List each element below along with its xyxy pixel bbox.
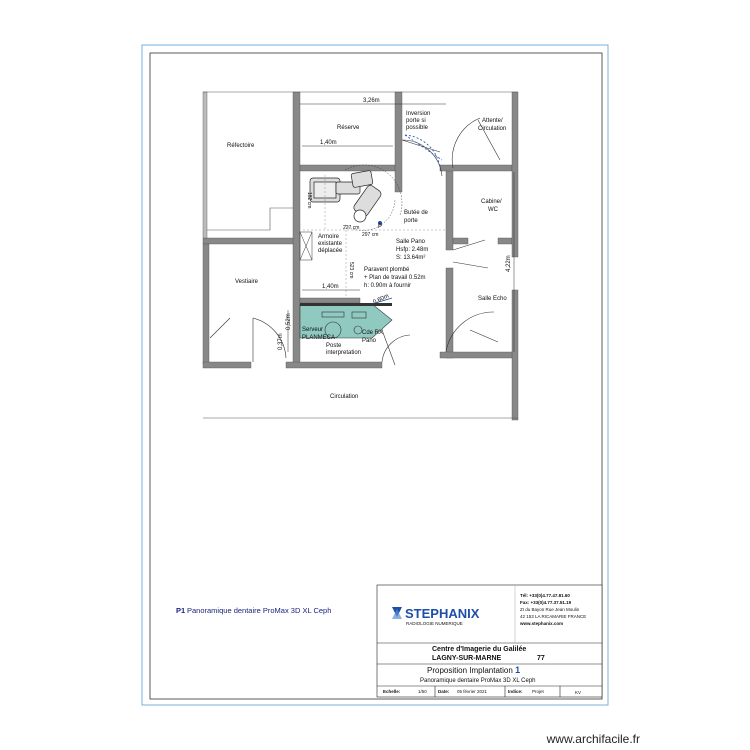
client-name: Centre d'Imagerie du Galilée (432, 646, 526, 653)
author-initials: KV (575, 690, 581, 695)
dim-left-a: 0,52m (286, 313, 292, 330)
pano-machine (309, 170, 382, 223)
contact-line: ZI du Bayon Rue Jean Moulin (520, 607, 580, 612)
legend-text: Panoramique dentaire ProMax 3D XL Ceph (187, 606, 331, 615)
armoire (299, 231, 313, 261)
sheet-inner-frame (149, 52, 603, 700)
legend-marker: P1 (176, 606, 185, 615)
room-vestiaire: Vestiaire (235, 279, 259, 285)
dim-227: 227 cm (343, 225, 359, 231)
contact-line: www.stephanix.com (519, 621, 563, 626)
logo-text: STEPHANIX (405, 606, 480, 621)
indice-value: Projet (532, 689, 545, 694)
logo-tagline: RADIOLOGIE NUMERIQUE (406, 621, 463, 626)
door-inversion-dashed (404, 134, 443, 169)
watermark: www.archifacile.fr (546, 732, 640, 746)
pano-center-dot (378, 221, 382, 225)
dim-182: 182 cm (306, 192, 312, 208)
proposition-label: Proposition Implantation 1 (427, 665, 520, 675)
echelle-label: Echelle: (383, 689, 401, 694)
room-cabine-wc: Cabine/WC (481, 199, 502, 213)
contact-line: Tél: +33(0)4.77.47.81.60 (520, 593, 570, 598)
echelle-value: 1/50 (418, 689, 427, 694)
plan-outline (203, 91, 518, 419)
proposition-number: 1 (515, 665, 520, 675)
contact-line: Fax: +33(0)4.77.37.51.19 (520, 600, 572, 605)
title-block (376, 584, 603, 698)
lead-partition (300, 303, 392, 306)
dim-297: 297 cm (362, 232, 378, 238)
dim-lower-width: 1,40m (322, 284, 339, 290)
room-circulation: Circulation (330, 394, 358, 400)
contact-line: 42 153 LA RICAMARIE FRANCE (520, 614, 586, 619)
pano-swing-arc (344, 164, 403, 231)
date-label: Date: (438, 689, 450, 694)
door-swings (209, 117, 501, 366)
dim-right-height: 4,22m (506, 255, 512, 272)
room-reserve: Réserve (337, 125, 360, 131)
dim-left-b: 0,37m (278, 333, 284, 350)
indice-label: Indice: (508, 689, 523, 694)
contact-info: Tél: +33(0)4.77.47.81.60 Fax: +33(0)4.77… (519, 593, 586, 626)
room-attente: Attente/Circulation (478, 118, 506, 132)
walls (202, 91, 519, 421)
room-refectoire: Réfectoire (227, 143, 255, 149)
dimension-lines (287, 103, 515, 352)
title-subtitle: Panoramique dentaire ProMax 3D XL Ceph (420, 678, 536, 684)
stephanix-logo: STEPHANIX RADIOLOGIE NUMERIQUE (392, 606, 480, 626)
counter-diag (371, 297, 393, 305)
client-city: LAGNY-SUR-MARNE (432, 655, 502, 662)
dim-523: 523 cm (348, 262, 354, 278)
pano-marker: P (378, 224, 382, 230)
client-dept: 77 (537, 655, 545, 662)
dim-top-width: 3,26m (363, 98, 380, 104)
dim-reserve-width: 1,40m (320, 140, 337, 146)
date-value: 05 février 2021 (457, 689, 488, 694)
room-salle-echo: Salle Echo (478, 296, 507, 302)
reference-lines (303, 175, 446, 298)
workstation-chair (321, 311, 367, 339)
